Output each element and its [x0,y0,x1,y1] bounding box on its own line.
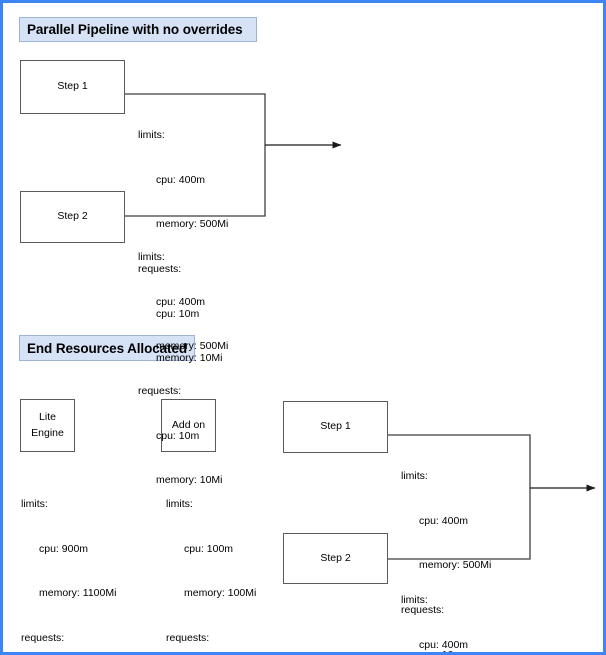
node-top-step2[interactable]: Step 2 [20,191,125,243]
limits-memory: memory: 1100Mi [39,587,117,600]
resources-bottom-step2: limits: cpu: 400m memory: 500Mi requests… [401,563,491,652]
limits-cpu: cpu: 400m [156,295,206,308]
requests-label: requests: [138,262,182,275]
limits-memory: memory: 500Mi [156,340,229,353]
connector-top-step2 [125,145,266,217]
resources-add-on: limits: cpu: 100m memory: 100Mi requests… [166,467,257,652]
limits-cpu: cpu: 400m [419,638,469,651]
resources-top-step2: limits: cpu: 400m memory: 500Mi requests… [138,220,228,518]
limits-cpu: cpu: 400m [419,514,469,527]
limits-memory: memory: 500Mi [419,559,492,572]
node-top-step1[interactable]: Step 1 [20,60,125,114]
resources-top-step1: limits: cpu: 400m memory: 500Mi requests… [138,98,228,396]
limits-cpu: cpu: 900m [39,542,89,555]
requests-cpu: cpu: 10m [156,429,200,442]
requests-label: requests: [21,631,65,644]
section-title-parallel-pipeline: Parallel Pipeline with no overrides [19,17,257,42]
requests-label: requests: [166,631,210,644]
resources-bottom-step1: limits: cpu: 400m memory: 500Mi requests… [401,439,492,655]
connector-layer [125,93,596,560]
connector-top-step1 [125,93,266,145]
section-title-end-resources-allocated: End Resources Allocated [19,335,195,361]
limits-label: limits: [166,497,193,510]
requests-label: requests: [401,603,445,616]
node-lite-engine[interactable]: Lite Engine [20,399,75,452]
requests-memory: memory: 10Mi [156,474,223,487]
requests-cpu: cpu: 10m [156,307,200,320]
limits-cpu: cpu: 100m [184,542,234,555]
limits-memory: memory: 100Mi [184,587,257,600]
limits-label: limits: [401,469,428,482]
limits-memory: memory: 500Mi [156,218,229,231]
limits-label: limits: [138,250,165,263]
requests-label: requests: [138,384,182,397]
node-bottom-step2[interactable]: Step 2 [283,533,388,584]
node-add-on[interactable]: Add on [161,399,216,452]
connector-bottom-step1 [388,434,531,488]
requests-cpu: cpu: 10m [419,648,463,655]
resources-lite-engine: limits: cpu: 900m memory: 1100Mi request… [21,467,117,652]
requests-memory: memory: 10Mi [156,352,223,365]
node-bottom-step1[interactable]: Step 1 [283,401,388,453]
limits-label: limits: [401,593,428,606]
limits-label: limits: [21,497,48,510]
node-lite-engine-label-line1: Lite [39,411,56,424]
limits-cpu: cpu: 400m [156,173,206,186]
limits-label: limits: [138,128,165,141]
connector-bottom-step2 [388,488,531,560]
node-lite-engine-label-line2: Engine [31,426,64,439]
